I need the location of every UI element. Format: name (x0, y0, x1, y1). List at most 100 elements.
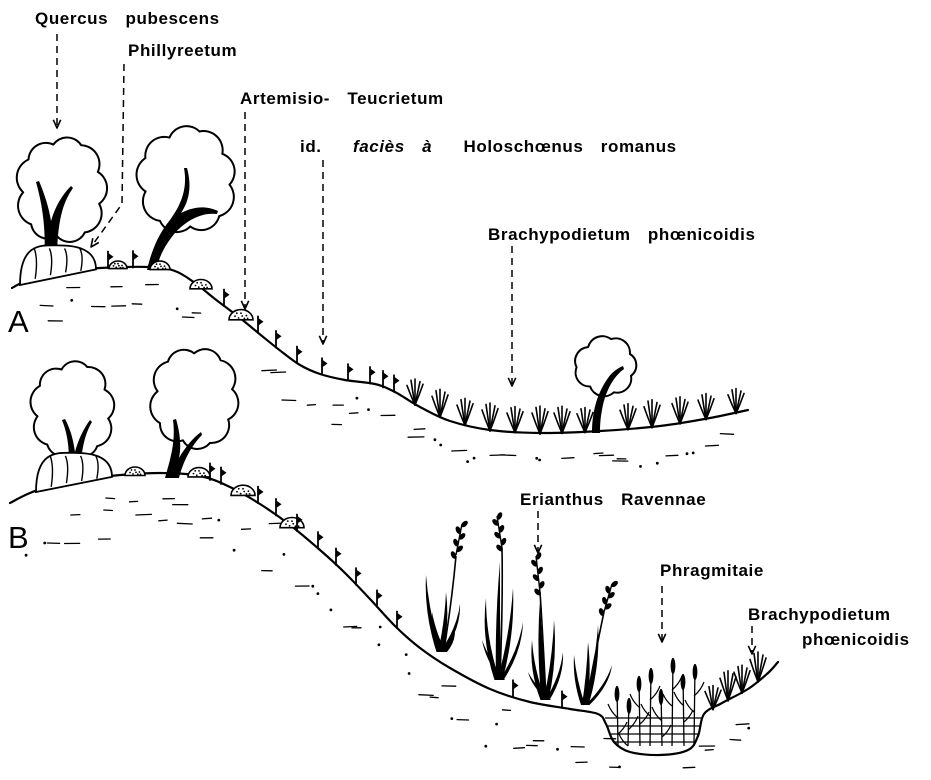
flag-plant-leaf (356, 569, 362, 577)
cushion-dot (159, 263, 161, 265)
soil-dash (683, 767, 695, 768)
flag-plant-leaf (318, 533, 324, 541)
soil-dot (330, 609, 333, 612)
panel-label-a: A (8, 304, 29, 339)
dotted-cushion-plant (231, 485, 255, 495)
soil-dot (450, 717, 453, 720)
flag-plant (336, 548, 342, 566)
cushion-dot (199, 473, 201, 475)
cushion-dot (194, 470, 196, 472)
flag-plant (383, 370, 389, 388)
flag-plant-leaf (258, 488, 264, 496)
flag-plant (318, 531, 324, 549)
pointer-arrow (53, 34, 60, 128)
phragmites-head (659, 689, 664, 705)
arrowhead (748, 646, 755, 654)
phillyrea-shrub (36, 453, 112, 492)
flag-plant (356, 567, 362, 585)
flag-plant (297, 346, 303, 364)
flag-plant (276, 330, 282, 348)
cushion-dot (164, 265, 166, 267)
tree (17, 137, 107, 262)
cushion-dot (139, 471, 141, 473)
cushion-dot (162, 268, 164, 270)
pointer-arrow (241, 112, 248, 309)
grass-tuft (554, 406, 570, 433)
phragmites-head (671, 658, 676, 674)
cushion-dot (203, 287, 205, 289)
grass-tuft (432, 389, 448, 417)
cushion-dot (160, 266, 162, 268)
cushion-dot (241, 315, 243, 317)
cushion-dot (200, 282, 202, 284)
cushion-dot (118, 265, 120, 267)
cushion-dot (298, 525, 300, 527)
cushion-dot (157, 267, 159, 269)
soil-dash (730, 740, 741, 741)
soil-dash (182, 317, 194, 318)
ground-line-b (10, 473, 778, 755)
soil-dash (344, 626, 357, 627)
soil-dash (40, 305, 53, 306)
grass-tuft (482, 403, 498, 431)
shrub-outline (36, 453, 112, 492)
phragmites-leaf (652, 707, 662, 721)
cushion-dot (120, 267, 122, 269)
flag-plant (370, 366, 376, 384)
cushion-dot (247, 318, 249, 320)
phragmites-leaf (662, 725, 671, 737)
flag-plant-leaf (297, 348, 303, 356)
label-facies-prefix: id. (300, 137, 322, 156)
cushion-dot (243, 491, 245, 493)
cushion-dot (154, 266, 156, 268)
phragmites-head (637, 676, 642, 692)
flag-plant (258, 316, 264, 334)
soil-dash (705, 445, 718, 446)
flag-plant-leaf (322, 360, 328, 368)
cushion-dot (248, 490, 250, 492)
label-brachypodietum-b-line2: phœnicoidis (802, 630, 910, 649)
tree-crown (150, 349, 238, 449)
flag-plant (562, 691, 568, 709)
soil-marks-layer (25, 285, 750, 769)
flag-plant (377, 590, 383, 608)
soil-dot (176, 307, 179, 310)
soil-dot (535, 457, 538, 460)
grass-tuft (620, 404, 636, 430)
soil-dash (720, 434, 733, 435)
cushion-outline (125, 467, 145, 476)
tree-crown (17, 137, 107, 241)
label-facies-taxon: Holoschœnus romanus (463, 137, 676, 156)
cushion-dot (134, 469, 136, 471)
cushion-dot (140, 473, 142, 475)
soil-dash (705, 750, 713, 751)
soil-dot (538, 459, 541, 462)
cushion-dot (291, 520, 293, 522)
soil-dot (556, 748, 559, 751)
soil-dash (136, 514, 152, 515)
soil-dot (311, 585, 314, 588)
cushion-dot (289, 525, 291, 527)
soil-dot (408, 672, 411, 675)
soil-dash (104, 510, 113, 511)
cushion-outline (231, 485, 255, 495)
label-brachypodietum-a: Brachypodietum phœnicoidis (488, 225, 756, 244)
grass-tuft (457, 398, 473, 425)
soil-dash (262, 370, 277, 371)
grass-tuft (532, 406, 548, 434)
soil-dot (484, 745, 487, 748)
pointer-arrow (658, 586, 665, 642)
flag-plant-leaf (377, 592, 383, 600)
cushion-dot (165, 268, 167, 270)
soil-dash (159, 520, 167, 521)
grass-tuft (507, 407, 523, 433)
phragmites-leaf (608, 704, 618, 718)
soil-dash (414, 429, 425, 430)
grass-tuft (577, 408, 593, 433)
grass-tuft (728, 389, 744, 414)
phragmites-leaf (694, 682, 704, 696)
flag-plant (210, 463, 216, 481)
flag-plant-leaf (276, 332, 282, 340)
flag-plant (322, 358, 328, 376)
cushion-dot (238, 488, 240, 490)
